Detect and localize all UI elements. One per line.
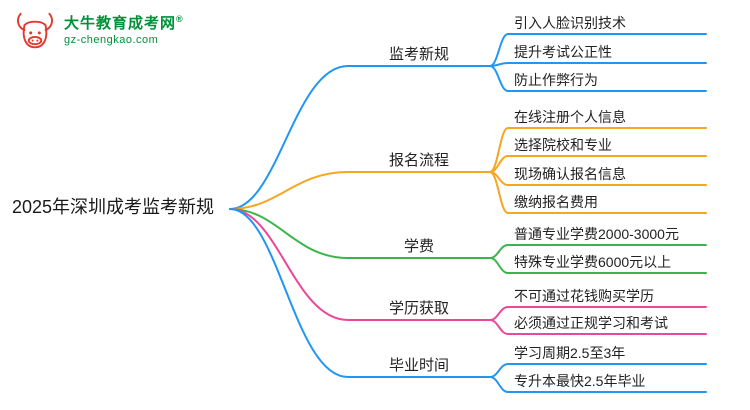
logo-title: 大牛教育成考网® <box>64 14 184 33</box>
leaf-node-label: 必须通过正规学习和考试 <box>514 315 668 331</box>
branch-connector <box>229 208 491 321</box>
root-node-label: 2025年深圳成考监考新规 <box>12 197 215 217</box>
leaf-node-label: 防止作弊行为 <box>514 72 598 88</box>
branch-node-label: 学历获取 <box>388 300 449 317</box>
leaf-node-label: 专升本最快2.5年毕业 <box>514 373 646 389</box>
branch-node-label: 毕业时间 <box>388 357 449 374</box>
branch-node-label: 报名流程 <box>388 152 449 169</box>
leaf-node-label: 特殊专业学费6000元以上 <box>514 254 672 270</box>
leaf-node-label: 现场确认报名信息 <box>514 166 626 182</box>
leaf-node-label: 不可通过花钱购买学历 <box>514 288 654 304</box>
leaf-connector <box>489 376 707 393</box>
leaf-connector <box>489 155 707 173</box>
branch-connector <box>229 65 491 210</box>
leaf-node-label: 学习周期2.5至3年 <box>514 345 626 361</box>
leaf-node-label: 在线注册个人信息 <box>514 109 626 125</box>
leaf-connector <box>489 65 707 92</box>
branch-connector <box>229 208 491 378</box>
logo-text: 大牛教育成考网® gz-chengkao.com <box>64 14 184 48</box>
bull-icon <box>17 12 53 49</box>
branch-connector <box>229 208 491 259</box>
leaf-node-label: 普通专业学费2000-3000元 <box>514 226 679 242</box>
leaf-node-label: 引入人脸识别技术 <box>514 15 626 31</box>
leaf-node-label: 缴纳报名费用 <box>514 194 598 210</box>
leaf-connector <box>489 33 707 67</box>
branch-connector <box>229 171 491 210</box>
leaf-connector <box>489 171 707 214</box>
branch-node-label: 监考新规 <box>388 46 449 63</box>
branch-node-label: 学费 <box>403 238 434 255</box>
leaf-connector <box>489 319 707 335</box>
logo-registered-mark: ® <box>176 14 184 25</box>
leaf-node-label: 选择院校和专业 <box>514 137 612 153</box>
site-logo: 大牛教育成考网® gz-chengkao.com <box>12 8 184 54</box>
leaf-connector <box>489 257 707 274</box>
leaf-connector <box>489 62 707 67</box>
logo-subtitle: gz-chengkao.com <box>64 34 159 46</box>
leaf-node-label: 提升考试公正性 <box>514 44 612 60</box>
